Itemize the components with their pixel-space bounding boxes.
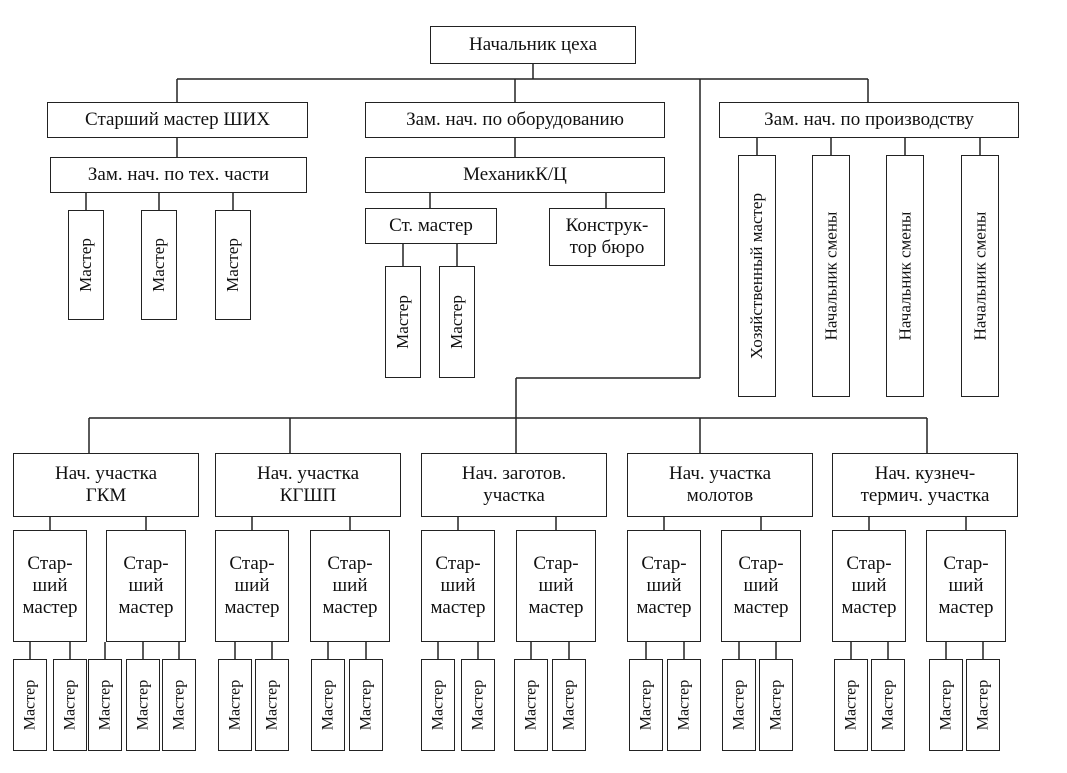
mech-master-2-label: Мастер [447, 295, 466, 349]
box-section-5-master-2-1-label: Мастер [937, 679, 954, 731]
box-section-1-master-2-2-label: Мастер [134, 679, 151, 731]
box-section-4-master-1-1: Мастер [629, 659, 663, 751]
box-section-2-master-2-2: Мастер [349, 659, 383, 751]
box-section-5-master-1-1: Мастер [834, 659, 868, 751]
box-st-master: Ст. мастер [365, 208, 497, 244]
box-section-5-master-1-2-label: Мастер [879, 679, 896, 731]
box-section-2-master-1-2-label: Мастер [263, 679, 280, 731]
left-master-2-label: Мастер [149, 238, 168, 292]
box-section-4-senior-2: Стар- ший мастер [721, 530, 801, 642]
left-master-3-label: Мастер [223, 238, 242, 292]
box-section-1-master-1-1-label: Мастер [21, 679, 38, 731]
box-section-3-master-2-2: Мастер [552, 659, 586, 751]
box-shift-chief-2: Начальник смены [886, 155, 924, 397]
box-left-master-2: Мастер [141, 210, 177, 320]
box-section-2-senior-2: Стар- ший мастер [310, 530, 390, 642]
box-section-1-master-1-2: Мастер [53, 659, 87, 751]
mech-master-1-label: Мастер [393, 295, 412, 349]
box-mech-master-1: Мастер [385, 266, 421, 378]
box-design-bureau: Конструк- тор бюро [549, 208, 665, 266]
box-section-3-chief: Нач. заготов. участка [421, 453, 607, 517]
box-section-1-master-2-3-label: Мастер [170, 679, 187, 731]
shift-chief-1-label: Начальник смены [821, 211, 841, 341]
box-section-1-master-2-1: Мастер [88, 659, 122, 751]
box-section-2-master-1-2: Мастер [255, 659, 289, 751]
box-deputy-production: Зам. нач. по производству [719, 102, 1019, 138]
box-section-5-chief: Нач. кузнеч- термич. участка [832, 453, 1018, 517]
box-household-master: Хозяйственный мастер [738, 155, 776, 397]
box-section-4-master-1-1-label: Мастер [637, 679, 654, 731]
box-section-1-master-2-2: Мастер [126, 659, 160, 751]
box-section-2-master-2-1: Мастер [311, 659, 345, 751]
box-section-3-senior-2: Стар- ший мастер [516, 530, 596, 642]
box-section-4-master-2-2: Мастер [759, 659, 793, 751]
box-section-5-master-2-2: Мастер [966, 659, 1000, 751]
box-mechanic: МеханикК/Ц [365, 157, 665, 193]
box-section-3-master-1-2-label: Мастер [469, 679, 486, 731]
box-section-2-chief: Нач. участка КГШП [215, 453, 401, 517]
box-section-4-chief: Нач. участка молотов [627, 453, 813, 517]
box-section-1-chief: Нач. участка ГКМ [13, 453, 199, 517]
box-shift-chief-1: Начальник смены [812, 155, 850, 397]
box-section-3-master-2-1-label: Мастер [522, 679, 539, 731]
box-section-5-master-1-2: Мастер [871, 659, 905, 751]
box-section-5-senior-1: Стар- ший мастер [832, 530, 906, 642]
shift-chief-3-label: Начальник смены [970, 211, 990, 341]
box-section-2-master-2-1-label: Мастер [319, 679, 336, 731]
box-section-4-senior-1: Стар- ший мастер [627, 530, 701, 642]
box-left-master-1: Мастер [68, 210, 104, 320]
box-section-2-master-1-1: Мастер [218, 659, 252, 751]
box-left-master-3: Мастер [215, 210, 251, 320]
box-section-2-master-2-2-label: Мастер [357, 679, 374, 731]
box-deputy-equipment: Зам. нач. по оборудованию [365, 102, 665, 138]
box-section-3-master-1-1: Мастер [421, 659, 455, 751]
box-section-4-master-1-2-label: Мастер [675, 679, 692, 731]
box-section-1-senior-2: Стар- ший мастер [106, 530, 186, 642]
box-senior-master-shih: Старший мастер ШИХ [47, 102, 308, 138]
box-section-5-master-2-1: Мастер [929, 659, 963, 751]
box-section-3-master-2-2-label: Мастер [560, 679, 577, 731]
box-section-3-senior-1: Стар- ший мастер [421, 530, 495, 642]
box-section-2-senior-1: Стар- ший мастер [215, 530, 289, 642]
box-section-1-master-1-1: Мастер [13, 659, 47, 751]
box-section-5-master-2-2-label: Мастер [974, 679, 991, 731]
household-master-label: Хозяйственный мастер [747, 193, 766, 359]
box-section-3-master-1-2: Мастер [461, 659, 495, 751]
box-section-1-master-1-2-label: Мастер [61, 679, 78, 731]
box-section-4-master-1-2: Мастер [667, 659, 701, 751]
box-section-1-master-2-3: Мастер [162, 659, 196, 751]
box-section-1-master-2-1-label: Мастер [96, 679, 113, 731]
left-master-1-label: Мастер [76, 238, 95, 292]
box-chief: Начальник цеха [430, 26, 636, 64]
box-section-4-master-2-2-label: Мастер [767, 679, 784, 731]
box-section-3-master-1-1-label: Мастер [429, 679, 446, 731]
box-section-5-master-1-1-label: Мастер [842, 679, 859, 731]
box-section-5-senior-2: Стар- ший мастер [926, 530, 1006, 642]
box-mech-master-2: Мастер [439, 266, 475, 378]
box-section-4-master-2-1: Мастер [722, 659, 756, 751]
box-section-1-senior-1: Стар- ший мастер [13, 530, 87, 642]
box-shift-chief-3: Начальник смены [961, 155, 999, 397]
box-section-2-master-1-1-label: Мастер [226, 679, 243, 731]
box-deputy-tech: Зам. нач. по тех. части [50, 157, 307, 193]
box-section-4-master-2-1-label: Мастер [730, 679, 747, 731]
box-section-3-master-2-1: Мастер [514, 659, 548, 751]
shift-chief-2-label: Начальник смены [895, 211, 915, 341]
